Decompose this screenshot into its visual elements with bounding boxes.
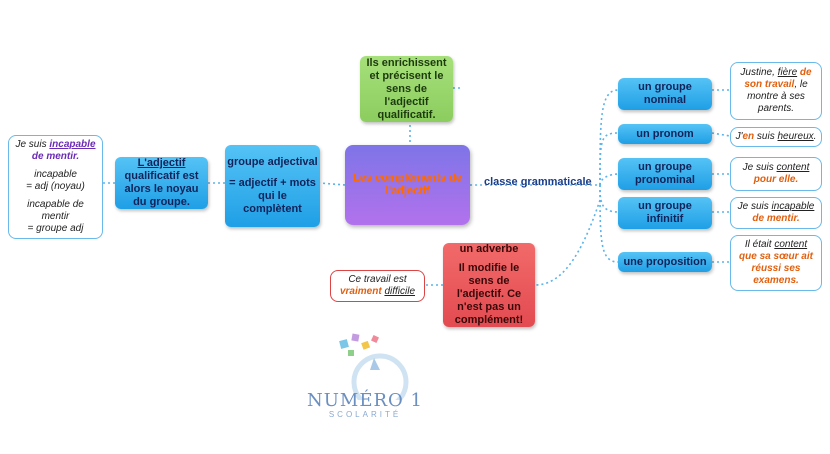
ex-complement: de son travail	[744, 67, 812, 90]
enrichment-text: Ils enrichissent et précisent le sens de…	[366, 56, 447, 121]
left-ex-line7: = groupe adj	[27, 223, 84, 234]
ex-adj: fière	[777, 67, 798, 78]
ex-text: , le montre à ses parents.	[747, 79, 808, 114]
adverbe-text: Il modifie le sens de l'adjectif. Ce n'e…	[454, 262, 524, 326]
adv-ex-text: Ce travail est	[348, 274, 407, 285]
ex-adj: heureux	[777, 131, 814, 142]
left-ex-line4: = adj (noyau)	[26, 181, 85, 192]
logo-name: NUMÉRO 1	[307, 390, 423, 411]
ex-complement: de mentir.	[752, 213, 800, 224]
noyau-node[interactable]: L'adjectif qualificatif est alors le noy…	[115, 157, 208, 209]
example-pronom: J'en suis heureux.	[730, 127, 822, 147]
example-pronominal: Je suis content pour elle.	[730, 157, 822, 191]
example-nominal: Justine, fière de son travail, le montre…	[730, 62, 822, 120]
enrichment-node[interactable]: Ils enrichissent et précisent le sens de…	[360, 56, 453, 122]
left-ex-adj: incapable	[49, 139, 96, 150]
noyau-underlined: L'adjectif	[137, 157, 186, 169]
central-topic[interactable]: Les compléments de l'adjectif	[345, 145, 470, 225]
adv-ex-adverb: vraiment	[339, 286, 382, 297]
left-ex-line2: de mentir.	[31, 151, 80, 162]
left-ex-line1: Je suis	[15, 139, 50, 150]
left-ex-line6: mentir	[41, 211, 70, 222]
ex-adj: content	[774, 239, 808, 250]
numero1-logo: NUMÉRO 1 SCOLARITÉ	[300, 330, 430, 430]
ex-complement: que sa sœur ait réussi ses examens.	[739, 251, 813, 286]
example-infinitif: Je suis incapable de mentir.	[730, 197, 822, 229]
adverbe-title: un adverbe	[459, 243, 519, 255]
groupe-adjectival-definition: = adjectif + mots qui le complètent	[229, 177, 316, 215]
noyau-text: qualificatif est alors le noyau du group…	[124, 170, 199, 208]
groupe-adjectival-title: groupe adjectival	[227, 156, 318, 168]
adverbe-node[interactable]: un adverbe Il modifie le sens de l'adjec…	[443, 243, 535, 327]
class-label: un groupe pronominal	[635, 161, 695, 186]
left-example-box: Je suis incapable de mentir. incapable =…	[8, 135, 103, 239]
ex-text: Je suis	[737, 201, 772, 212]
class-label: un pronom	[636, 127, 694, 140]
adverbe-example: Ce travail est vraiment difficile	[330, 270, 425, 302]
class-pronom[interactable]: un pronom	[618, 124, 712, 144]
groupe-adjectival-node[interactable]: groupe adjectival = adjectif + mots qui …	[225, 145, 320, 227]
ex-text: suis	[754, 131, 778, 142]
logo-sub: SCOLARITÉ	[328, 410, 402, 419]
class-label: un groupe nominal	[638, 81, 692, 106]
ex-text: J'	[735, 131, 743, 142]
left-ex-line5: incapable de	[27, 199, 84, 210]
class-label: une proposition	[623, 255, 707, 268]
class-groupe-pronominal[interactable]: un groupe pronominal	[618, 158, 712, 190]
class-groupe-infinitif[interactable]: un groupe infinitif	[618, 197, 712, 229]
example-proposition: Il était content que sa sœur ait réussi …	[730, 235, 822, 291]
ex-text: .	[813, 131, 817, 142]
class-label: un groupe infinitif	[638, 200, 692, 225]
adv-ex-adj: difficile	[384, 286, 416, 297]
ex-text: Justine,	[740, 67, 778, 78]
ex-adj: content	[776, 162, 810, 173]
ex-text: Je suis	[742, 162, 777, 173]
class-proposition[interactable]: une proposition	[618, 252, 712, 272]
central-topic-label: Les compléments de l'adjectif	[353, 172, 462, 197]
left-ex-line3: incapable	[34, 169, 77, 180]
class-groupe-nominal[interactable]: un groupe nominal	[618, 78, 712, 110]
ex-complement: pour elle.	[753, 174, 799, 185]
ex-complement: en	[742, 131, 755, 142]
edge-label-classe: classe grammaticale	[484, 176, 592, 188]
ex-text: Il était	[744, 239, 775, 250]
ex-adj: incapable	[771, 201, 815, 212]
